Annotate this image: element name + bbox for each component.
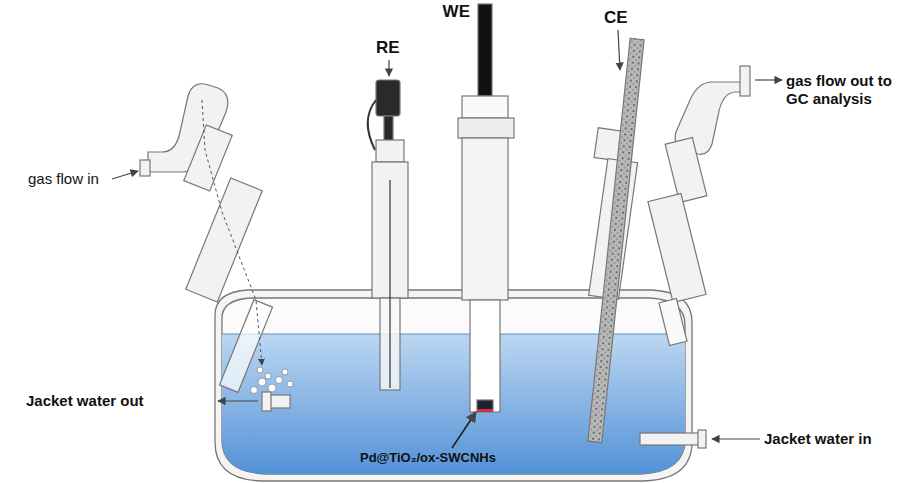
jacket-label: Jacket water out (26, 392, 144, 410)
sample-label: Pd@TiO₂/ox-SWCNHs (360, 450, 496, 466)
gas-label: gas flow out to GC analysis (786, 72, 896, 108)
electrode-label: CE (604, 8, 628, 28)
leader-arrows (112, 30, 782, 448)
electrode-label: RE (376, 38, 400, 58)
gas-label: gas flow in (28, 170, 99, 188)
electrode-label: WE (443, 2, 470, 22)
jacket-label: Jacket water in (764, 430, 872, 448)
